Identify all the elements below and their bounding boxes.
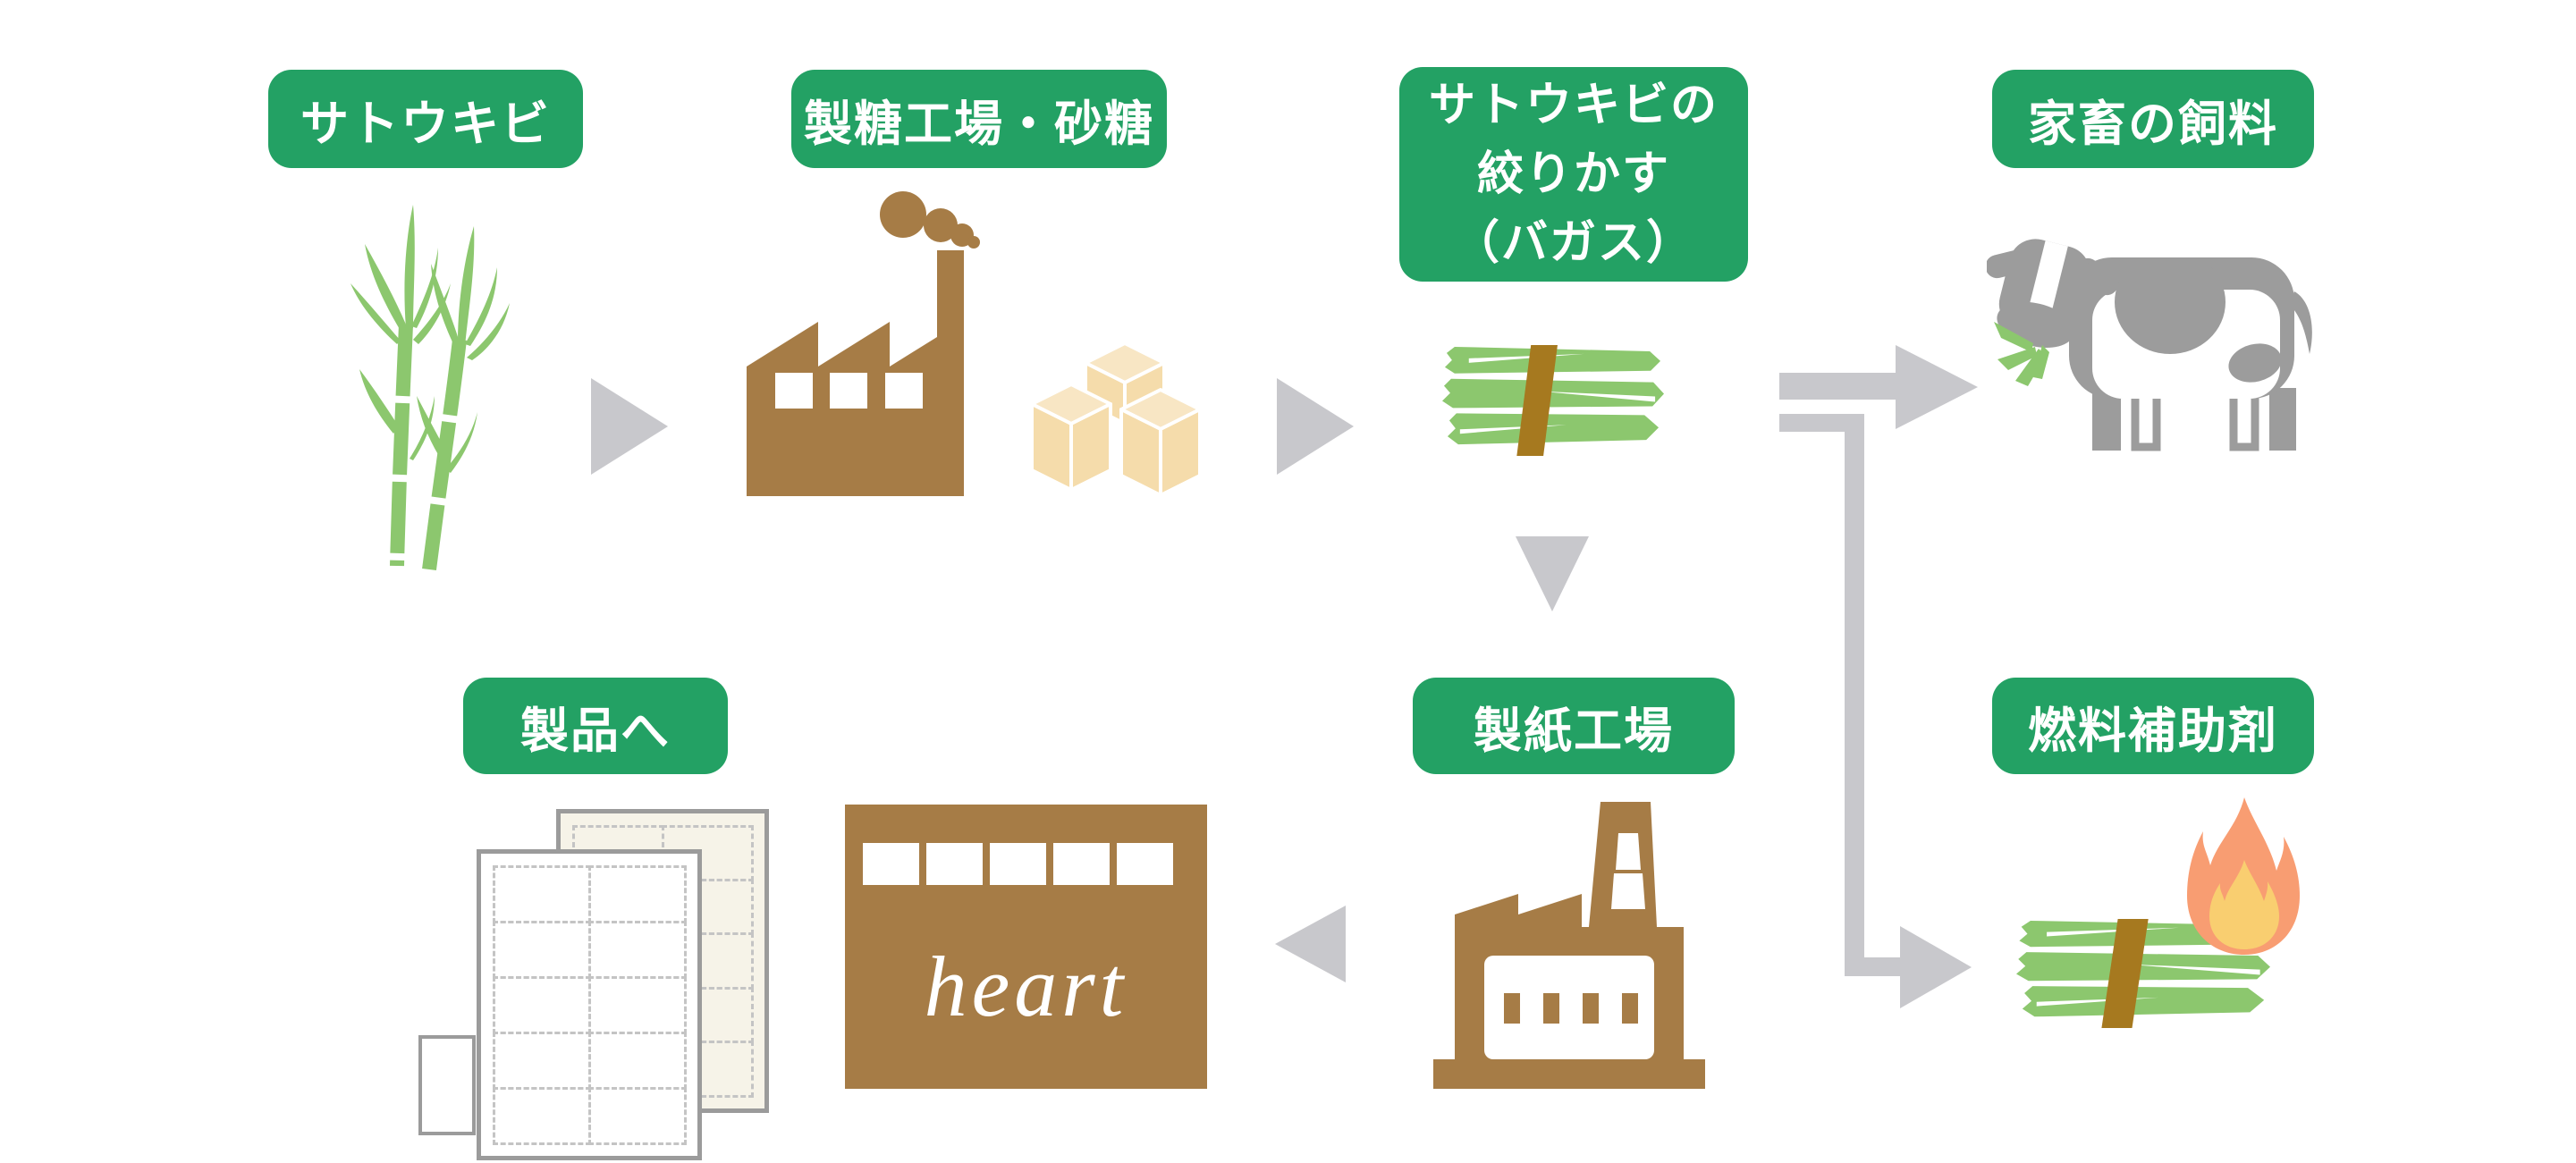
- arrow-to-fuel-segment: [1845, 414, 1864, 976]
- building-windows: [863, 843, 1173, 885]
- bagasse-bundle-icon: [1442, 345, 1664, 456]
- smoke-icon: [880, 191, 980, 249]
- fuel-bundle-icon: [2016, 919, 2270, 1028]
- sugar-cubes-icon: [1030, 341, 1202, 497]
- cow-icon: [1987, 239, 2312, 451]
- flow-arrow-down-icon: [1516, 536, 1589, 611]
- node-label-livestock-feed: 家畜の飼料: [1992, 70, 2314, 168]
- sugar-factory-icon: [747, 191, 980, 496]
- node-label-fuel-additive: 燃料補助剤: [1992, 678, 2314, 774]
- flow-arrow-right-icon: [591, 378, 668, 475]
- arrow-to-fuel-segment: [1845, 957, 1902, 976]
- node-label-products: 製品へ: [463, 678, 728, 774]
- bagasse-label-line3: （バガス）: [1452, 216, 1694, 269]
- node-label-paper-mill: 製紙工場: [1413, 678, 1735, 774]
- heart-building-icon: heart: [845, 805, 1207, 1089]
- node-label-bagasse: サトウキビの 絞りかす （バガス）: [1399, 67, 1748, 282]
- flow-arrow-left-icon: [1275, 906, 1346, 982]
- arrow-to-feed-shaft: [1779, 373, 1897, 400]
- arrow-to-feed-head-icon: [1896, 345, 1978, 429]
- sugarcane-plant-icon: [351, 205, 510, 570]
- node-label-sugar-factory: 製糖工場・砂糖: [791, 70, 1167, 168]
- heart-logo-text: heart: [924, 939, 1128, 1034]
- cut-lines-grid: [492, 864, 687, 1145]
- product-card: [418, 1035, 476, 1135]
- arrow-to-fuel-head-icon: [1900, 926, 1972, 1008]
- flame-icon: [2187, 797, 2300, 955]
- flow-arrow-right-icon: [1277, 378, 1354, 475]
- bagasse-label-line1: サトウキビの: [1428, 79, 1719, 131]
- arrow-to-fuel-segment: [1779, 414, 1864, 432]
- node-label-sugarcane: サトウキビ: [268, 70, 583, 168]
- bagasse-label-line2: 絞りかす: [1476, 147, 1670, 200]
- product-sheet-front: [477, 849, 702, 1160]
- grass-in-mouth-icon: [1994, 322, 2049, 386]
- paper-mill-icon: [1433, 802, 1705, 1089]
